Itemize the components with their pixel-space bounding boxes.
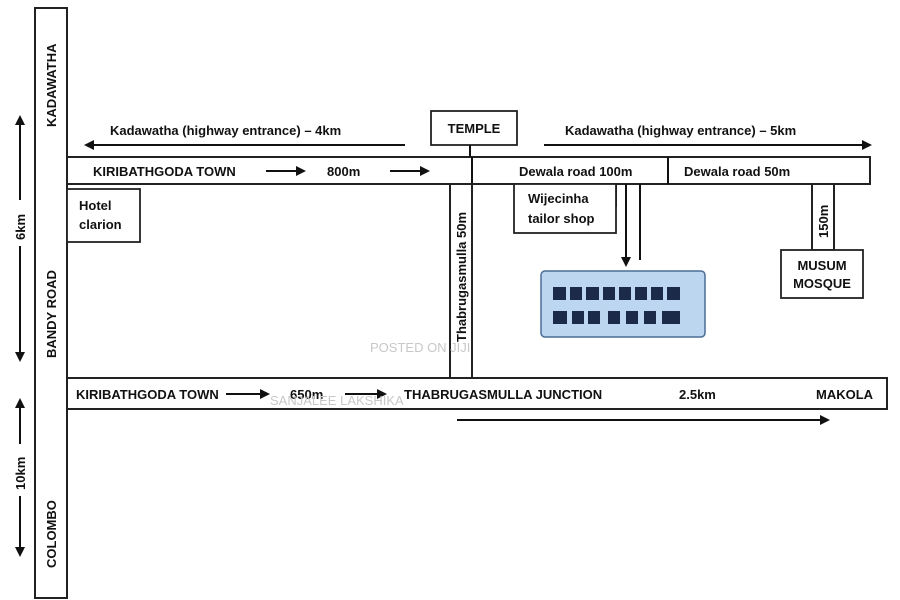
mosque-box (780, 249, 864, 299)
mosque-150m-label: 150m (816, 205, 831, 238)
mosque-line1: MUSUM (797, 258, 846, 273)
tailor-line1: Wijecinha (528, 191, 589, 206)
bottom-road-left-label: KIRIBATHGODA TOWN (76, 387, 219, 402)
tailor-line2: tailor shop (528, 211, 595, 226)
bottom-road-650m: 650m (290, 387, 323, 402)
thabrugasmulla-50m-label: Thabrugasmulla 50m (454, 212, 469, 342)
watermark-posted: POSTED ON JIJI (370, 340, 470, 355)
makola-label: MAKOLA (816, 387, 874, 402)
temple-label: TEMPLE (448, 121, 501, 136)
kiribathgoda-bottom-road (66, 377, 888, 410)
temple-box (430, 110, 518, 146)
destination-illegible-text (553, 287, 680, 324)
dist-6km-label: 6km (13, 214, 28, 240)
thabrugasmulla-road (449, 183, 473, 379)
bandy-road (34, 7, 68, 599)
bandy-road-gap-top (36, 157, 68, 184)
top-road-800m: 800m (327, 164, 360, 179)
hotel-line1: Hotel (79, 198, 112, 213)
highway-left-label: Kadawatha (highway entrance) – 4km (110, 123, 341, 138)
highway-right-label: Kadawatha (highway entrance) – 5km (565, 123, 796, 138)
bottom-road-25km: 2.5km (679, 387, 716, 402)
watermark-name: SANJALEE LAKSHIKA (270, 393, 404, 408)
bandy-road-gap-bottom (36, 378, 68, 409)
colombo-label: COLOMBO (44, 500, 59, 568)
dewala-road-50m-label: Dewala road 50m (684, 164, 790, 179)
dewala-road-100m-label: Dewala road 100m (519, 164, 632, 179)
hotel-clarion-box (66, 188, 141, 243)
dist-10km-label: 10km (13, 457, 28, 490)
kadawatha-label: KADAWATHA (44, 43, 59, 127)
top-road-left-label: KIRIBATHGODA TOWN (93, 164, 236, 179)
bandy-road-label: BANDY ROAD (44, 270, 59, 358)
destination-box (540, 270, 706, 338)
junction-label: THABRUGASMULLA JUNCTION (404, 387, 602, 402)
hotel-line2: clarion (79, 217, 122, 232)
mosque-line2: MOSQUE (793, 276, 851, 291)
tailor-shop-box (513, 183, 617, 234)
